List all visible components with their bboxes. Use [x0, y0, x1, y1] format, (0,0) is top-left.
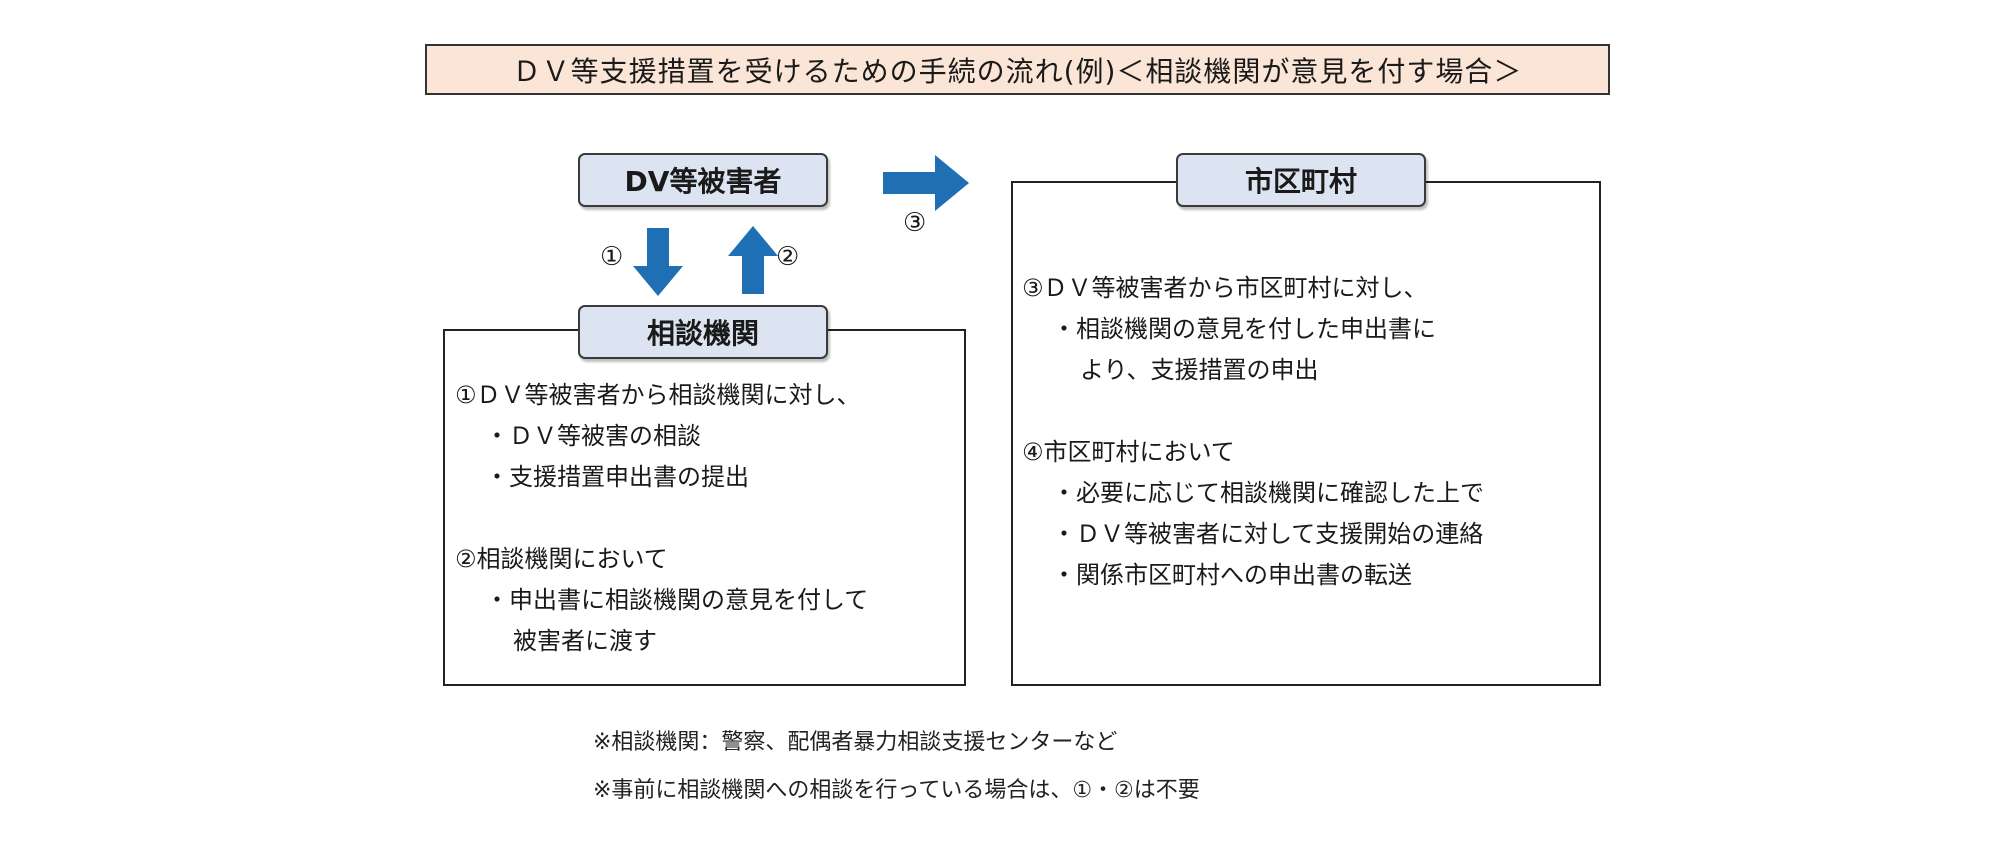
step2-number: ②	[776, 242, 800, 272]
consultation-steps-text: ①ＤＶ等被害者から相談機関に対し、 ・ＤＶ等被害の相談 ・支援措置申出書の提出 …	[455, 375, 868, 662]
dv-victim-node: DV等被害者	[578, 153, 828, 207]
footnote-prior-consultation: ※事前に相談機関への相談を行っている場合は、①・②は不要	[593, 778, 1200, 803]
municipality-node: 市区町村	[1176, 153, 1426, 207]
footnote-consultation-agency: ※相談機関：警察、配偶者暴力相談支援センターなど	[593, 730, 1118, 755]
muni-step4-item: ・関係市区町村への申出書の転送	[1052, 561, 1412, 589]
municipality-steps-text: ③ＤＶ等被害者から市区町村に対し、 ・相談機関の意見を付した申出書に より、支援…	[1022, 268, 1484, 596]
arrow-right-step3	[883, 155, 969, 211]
diagram-title: ＤＶ等支援措置を受けるための手続の流れ(例)＜相談機関が意見を付す場合＞	[425, 44, 1610, 95]
consultation-agency-box	[443, 329, 966, 686]
consultation-agency-node: 相談機関	[578, 305, 828, 359]
consult-step2-heading: ②相談機関において	[455, 545, 668, 573]
consult-step2-item: ・申出書に相談機関の意見を付して	[485, 586, 869, 614]
muni-step3-heading: ③ＤＶ等被害者から市区町村に対し、	[1022, 274, 1428, 302]
muni-step4-heading: ④市区町村において	[1022, 438, 1235, 466]
muni-step4-item: ・ＤＶ等被害者に対して支援開始の連絡	[1052, 520, 1484, 548]
arrow-up-step2	[728, 226, 778, 294]
step1-number: ①	[600, 242, 624, 272]
muni-step3-item-cont: より、支援措置の申出	[1080, 356, 1319, 384]
muni-step4-item: ・必要に応じて相談機関に確認した上で	[1052, 479, 1484, 507]
consult-step2-item-cont: 被害者に渡す	[513, 627, 657, 655]
muni-step3-item: ・相談機関の意見を付した申出書に	[1052, 315, 1436, 343]
consult-step1-item: ・支援措置申出書の提出	[485, 463, 749, 491]
arrow-down-step1	[633, 228, 683, 296]
municipality-box	[1011, 181, 1601, 686]
consult-step1-item: ・ＤＶ等被害の相談	[485, 422, 701, 450]
consult-step1-heading: ①ＤＶ等被害者から相談機関に対し、	[455, 381, 861, 409]
step3-number: ③	[903, 208, 927, 238]
